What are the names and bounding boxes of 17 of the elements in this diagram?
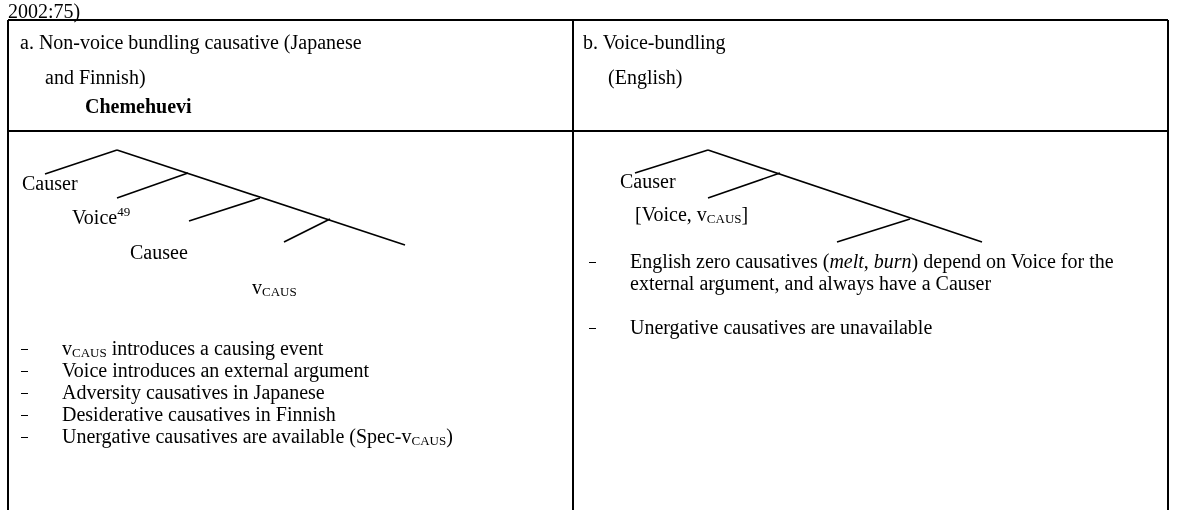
tree-node-label: v$_{CAUS}$ xyxy=(252,276,297,298)
bullet-text: Voice introduces an external argument xyxy=(62,359,369,381)
column-heading: a. Non-voice bundling causative (Japanese and Finnish) xyxy=(20,30,363,90)
bullet-text: Unergative causatives are unavailable xyxy=(630,316,933,338)
bullet-text: English zero causatives (melt, burn) depend on Voice for the external argument, and always have a Causer xyxy=(630,250,1115,294)
bullet-text: Adversity causatives in Japanese xyxy=(62,381,325,403)
tree-node-label: Causee xyxy=(130,241,188,263)
citation-text: 2002:75) xyxy=(8,0,81,22)
language-name: Chemehuevi xyxy=(85,95,192,117)
bullet-text: Unergative causatives are available (Spec-v$_{CAUS}$) xyxy=(62,425,454,447)
bullet-text: v$_{CAUS}$ introduces a causing event xyxy=(62,337,324,359)
bullet-text: Desiderative causatives in Finnish xyxy=(62,403,336,425)
column-heading: b. Voice-bundling (English) xyxy=(583,30,727,91)
tree-node-label: Causer xyxy=(22,172,78,194)
tree-node-label: Voice$^{49}$ xyxy=(72,206,131,228)
tree-node-label: Causer xyxy=(620,170,676,192)
tree-node-label: [Voice, v$_{CAUS}$] xyxy=(635,203,749,225)
